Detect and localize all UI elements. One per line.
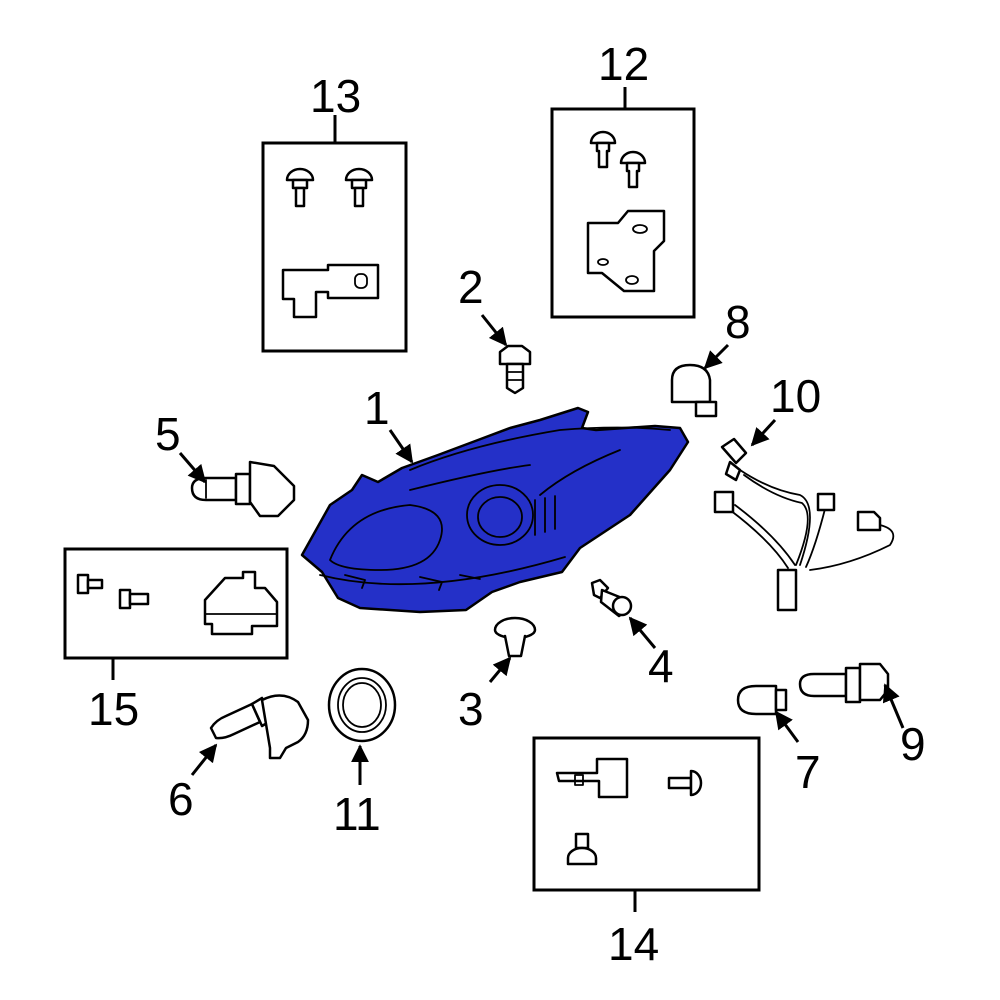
bracket-icon [555, 757, 629, 799]
callout-13: 13 [310, 70, 361, 122]
kit-box-14[interactable] [532, 736, 761, 912]
kit-box-13[interactable] [261, 115, 408, 353]
bracket-icon [281, 263, 380, 319]
callout-2: 2 [458, 261, 484, 313]
headlamp-body [300, 406, 690, 614]
wire-harness-icon[interactable] [713, 437, 895, 612]
bulb-icon[interactable] [736, 684, 788, 716]
callout-3: 3 [458, 683, 484, 735]
bulb-icon[interactable] [190, 460, 296, 518]
callout-9: 9 [900, 718, 926, 770]
callout-7: 7 [795, 746, 821, 798]
bracket-icon [203, 570, 279, 636]
bulb-icon[interactable] [798, 662, 890, 704]
bulb-icon[interactable] [209, 694, 310, 760]
bracket-icon [586, 209, 666, 293]
clip-icon[interactable] [493, 616, 537, 658]
callout-10: 10 [770, 370, 821, 422]
kit-box-15[interactable] [63, 547, 289, 680]
kit-box-12[interactable] [550, 87, 696, 319]
callout-15: 15 [88, 683, 139, 735]
push-pin-icon [285, 167, 374, 208]
headlamp-assembly[interactable] [300, 406, 690, 614]
callout-labels: 1 2 3 4 5 6 7 8 9 10 11 12 13 14 15 [88, 38, 926, 970]
callout-5: 5 [155, 408, 181, 460]
callout-1: 1 [364, 382, 390, 434]
callout-4: 4 [648, 640, 674, 692]
leader-arrows [178, 314, 905, 785]
push-pin-icon [589, 130, 647, 189]
socket-ring-icon[interactable] [327, 667, 397, 743]
callout-11: 11 [333, 788, 381, 840]
bulb-icon[interactable] [670, 363, 718, 418]
callout-12: 12 [598, 38, 649, 90]
callout-14: 14 [608, 918, 659, 970]
screw-icon [76, 573, 150, 610]
screw-icon[interactable] [590, 578, 633, 618]
push-pin-icon [566, 832, 598, 866]
bolt-icon[interactable] [498, 344, 532, 395]
callout-6: 6 [168, 773, 194, 825]
callout-8: 8 [725, 296, 751, 348]
screw-icon [667, 769, 703, 797]
